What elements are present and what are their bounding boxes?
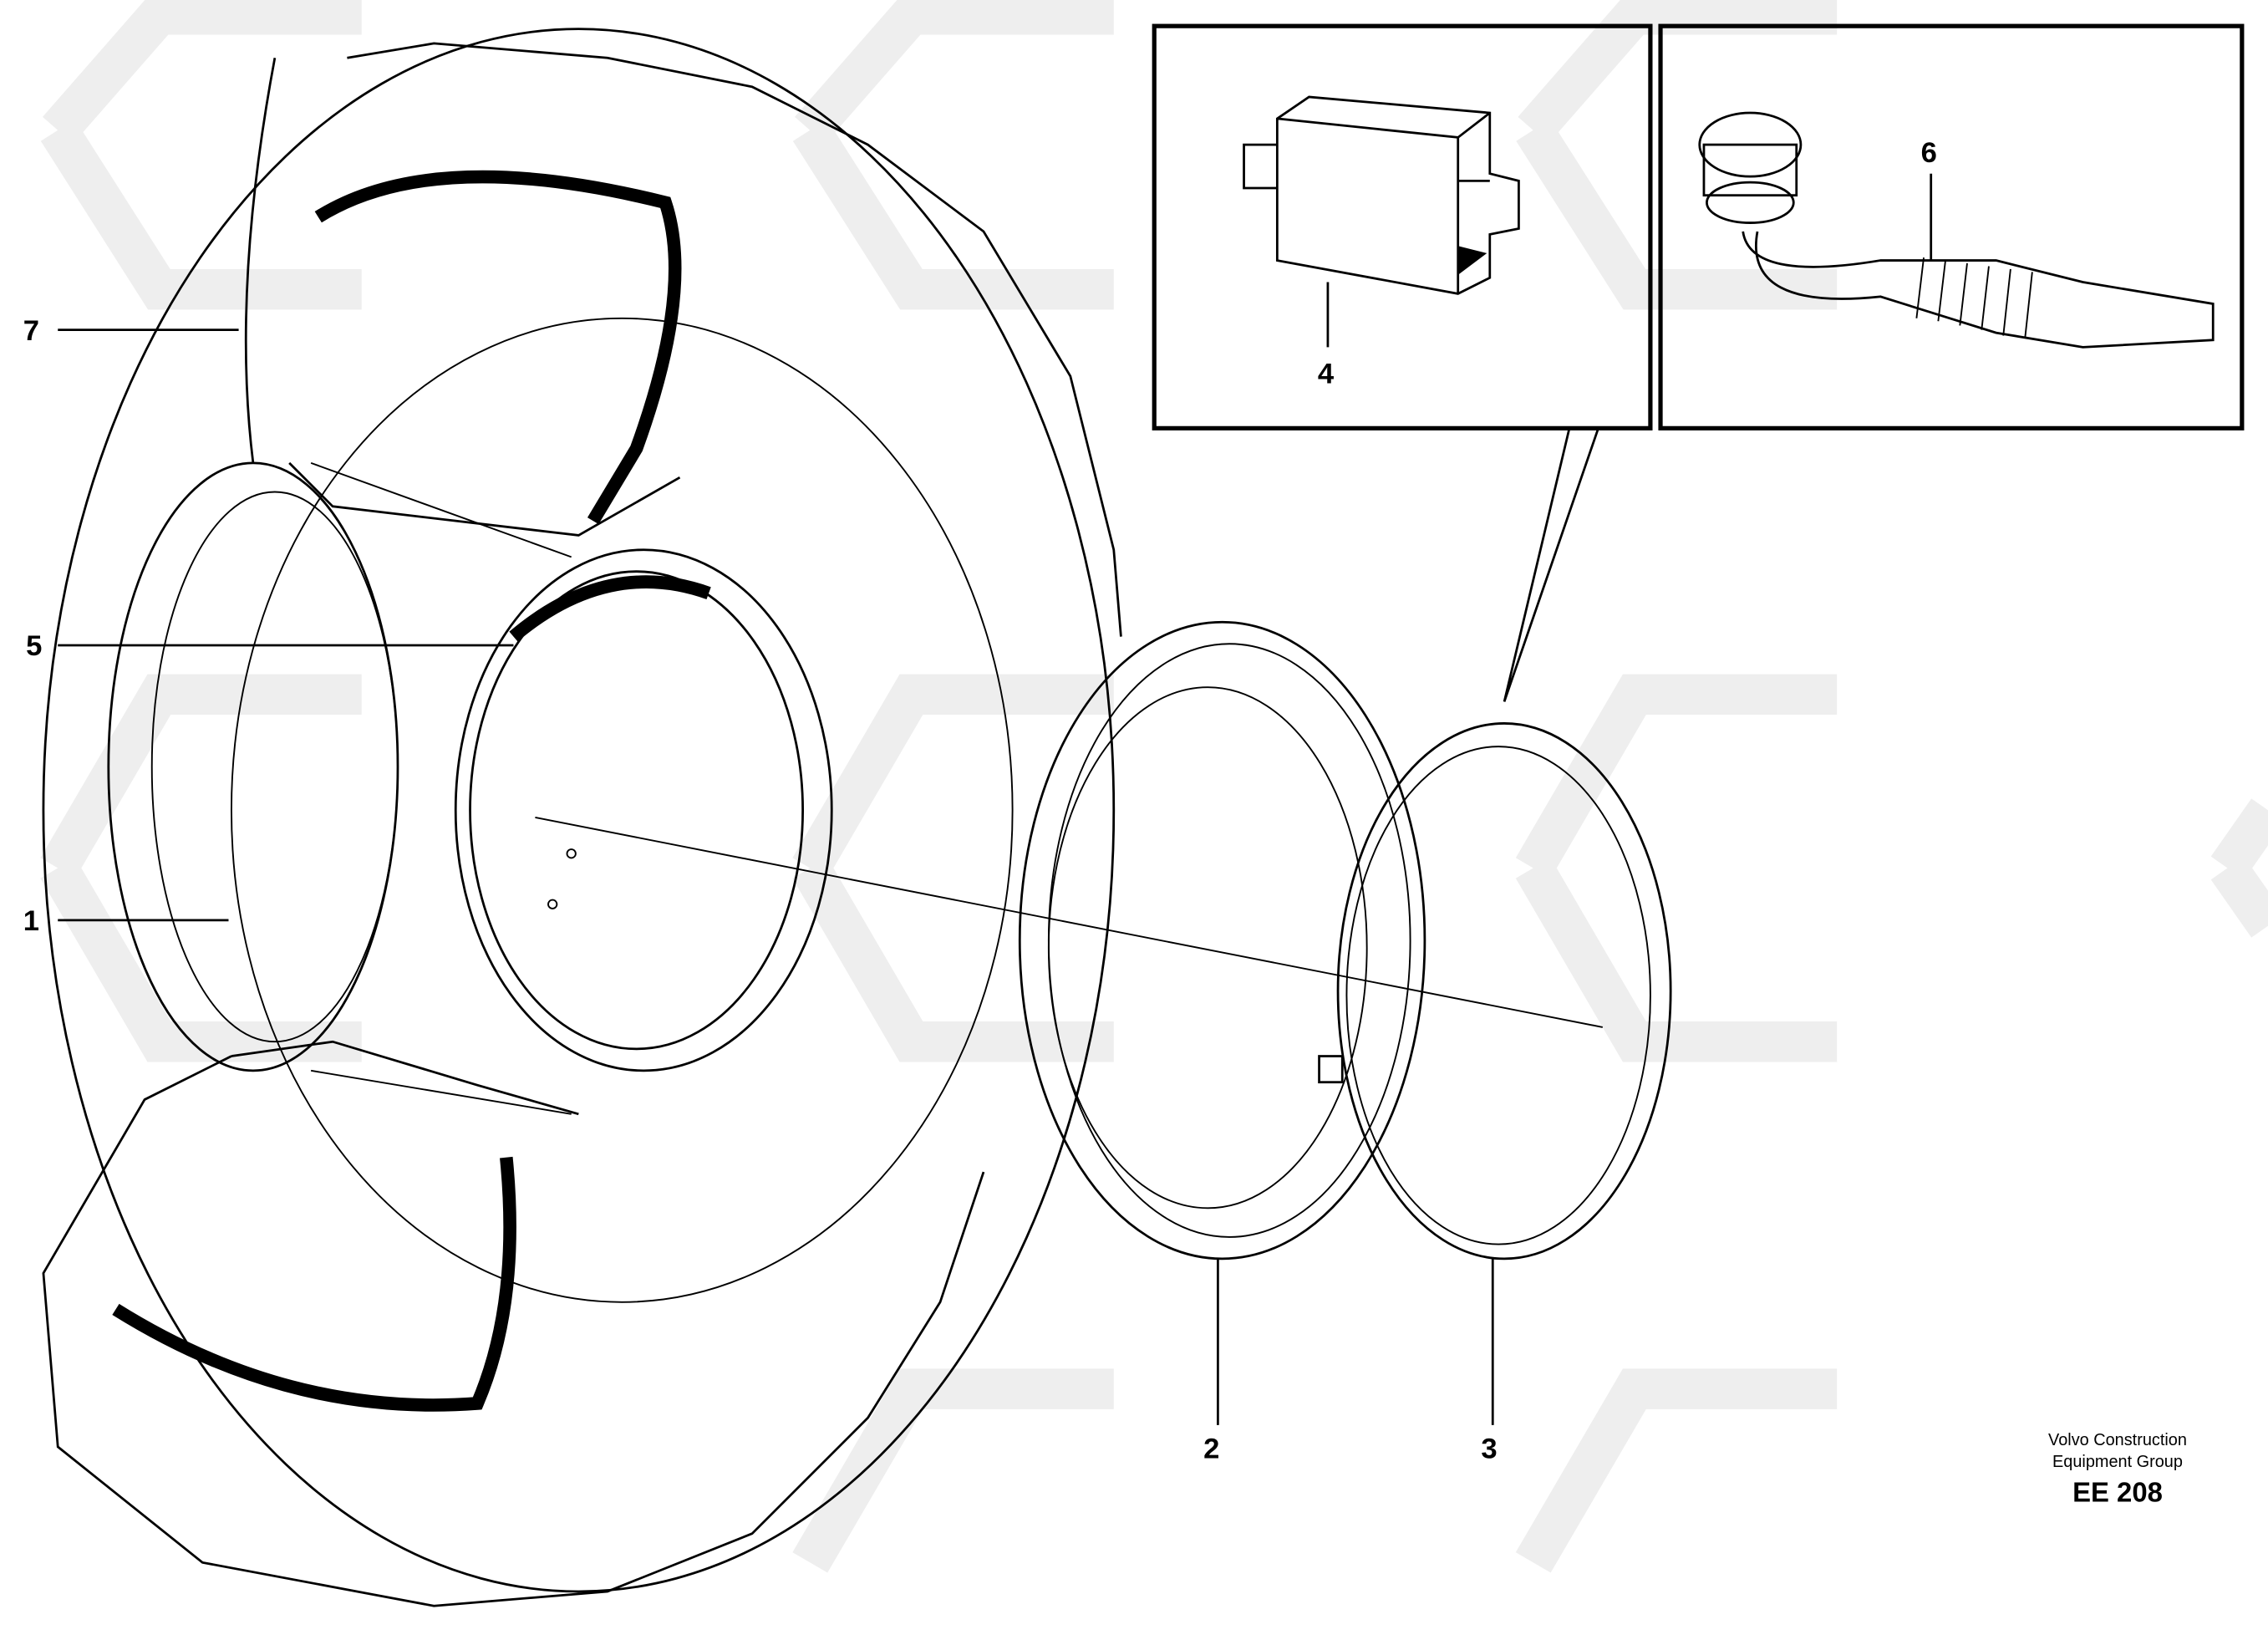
callout-label: 5: [26, 630, 42, 662]
callout-label: 4: [1318, 359, 1335, 390]
watermark-logo-pattern: [40, 0, 2268, 1573]
callout-2: 2: [1203, 1258, 1219, 1465]
callout-label: 3: [1481, 1434, 1497, 1465]
callout-3: 3: [1481, 1258, 1498, 1465]
tire-drawing: [42, 28, 1122, 1607]
callout-7: 7: [23, 315, 239, 347]
callout-1: 1: [23, 905, 229, 937]
drawing-code: EE 208: [2072, 1477, 2163, 1508]
company-line-2: Equipment Group: [2052, 1453, 2183, 1471]
callout-6: 6: [1921, 137, 1937, 261]
lock-ring-seat-drawing: [1018, 620, 1426, 1260]
company-line-1: Volvo Construction: [2048, 1431, 2187, 1449]
rim-drawing: [107, 461, 833, 1115]
lock-ring-drawing: [1318, 722, 1672, 1260]
callout-5: 5: [26, 630, 514, 662]
callout-4: 4: [1318, 282, 1335, 390]
inset-pointer: [1503, 427, 1599, 702]
inset-box-block: [1152, 23, 1653, 430]
callout-label: 1: [23, 905, 39, 937]
callout-label: 6: [1921, 137, 1937, 169]
callout-label: 2: [1203, 1434, 1219, 1465]
inset-box-valve: [1658, 23, 2245, 430]
callout-label: 7: [23, 315, 39, 347]
assembly-axis-line: [535, 817, 1603, 1028]
